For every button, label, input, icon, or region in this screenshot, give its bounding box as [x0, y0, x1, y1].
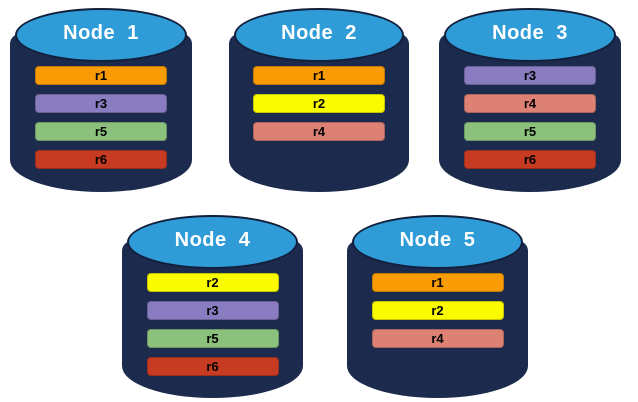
node-cylinder: Node 4 r2 r3 r5 r6	[122, 215, 303, 398]
replica-bar-r4: r4	[371, 329, 504, 348]
node-cylinder: Node 2 r1 r2 r4	[229, 8, 409, 192]
node-title: Node 1	[63, 22, 139, 44]
node-title: Node 3	[492, 22, 568, 44]
replica-bar-r4: r4	[253, 122, 385, 141]
replica-bar-r6: r6	[35, 150, 167, 169]
node-cylinder: Node 5 r1 r2 r4	[347, 215, 528, 398]
replica-bar-r5: r5	[35, 122, 167, 141]
node-title: Node 5	[399, 229, 476, 251]
replica-bar-list: r1 r2 r4	[347, 273, 528, 348]
cylinder-top-ellipse: Node 5	[352, 215, 523, 269]
cylinder-top-ellipse: Node 2	[234, 8, 404, 62]
replica-bar-r3: r3	[464, 66, 596, 85]
replica-bar-r1: r1	[371, 273, 504, 292]
replica-bar-r5: r5	[146, 329, 279, 348]
replica-bar-r1: r1	[35, 66, 167, 85]
replica-bar-r5: r5	[464, 122, 596, 141]
node-cylinder: Node 1 r1 r3 r5 r6	[10, 8, 192, 192]
cylinder-top-ellipse: Node 1	[15, 8, 187, 62]
replica-bar-r2: r2	[371, 301, 504, 320]
cylinder-top-ellipse: Node 3	[444, 8, 616, 62]
replica-bar-r6: r6	[464, 150, 596, 169]
cylinder-top-ellipse: Node 4	[127, 215, 298, 269]
replica-bar-list: r1 r3 r5 r6	[10, 66, 192, 169]
node-title: Node 2	[281, 22, 357, 44]
replica-bar-r3: r3	[146, 301, 279, 320]
replica-bar-list: r2 r3 r5 r6	[122, 273, 303, 376]
node-title: Node 4	[174, 229, 251, 251]
node-cylinder: Node 3 r3 r4 r5 r6	[439, 8, 621, 192]
replica-bar-r2: r2	[146, 273, 279, 292]
replica-bar-r2: r2	[253, 94, 385, 113]
replica-bar-list: r3 r4 r5 r6	[439, 66, 621, 169]
replica-bar-r6: r6	[146, 357, 279, 376]
replica-bar-r3: r3	[35, 94, 167, 113]
replica-bar-r1: r1	[253, 66, 385, 85]
replica-bar-r4: r4	[464, 94, 596, 113]
replica-bar-list: r1 r2 r4	[229, 66, 409, 141]
